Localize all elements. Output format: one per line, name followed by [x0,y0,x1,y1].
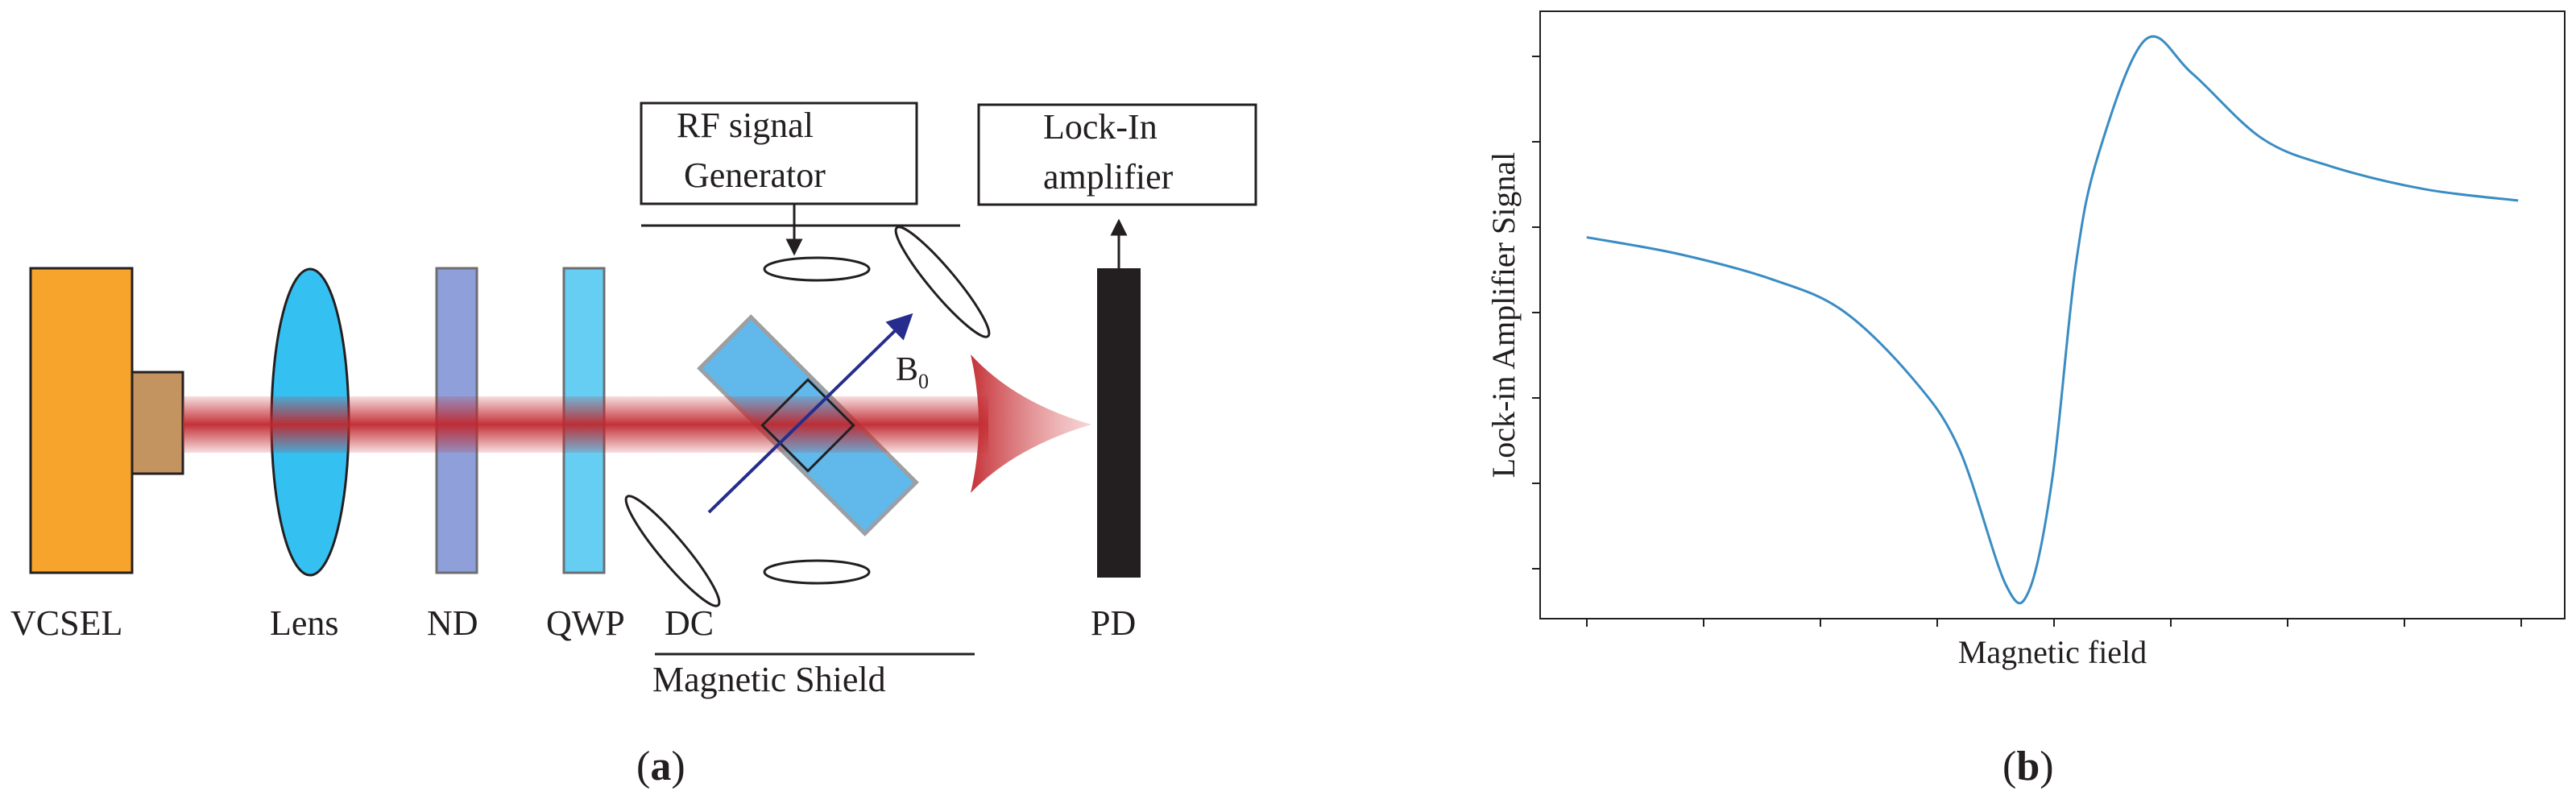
label-magnetic-shield: Magnetic Shield [652,660,886,699]
rf-generator-line2: Generator [684,155,826,195]
rf-coil-top [763,256,871,282]
laser-beam [183,396,988,453]
panel-b-chart: Magnetic field Lock-in Amplifier Signal … [1485,10,2566,789]
plot-frame [1539,10,2566,619]
dc-coil-lower-left [624,495,721,607]
label-vcsel: VCSEL [10,603,122,643]
vcsel-body [29,267,134,574]
x-axis-label: Magnetic field [1958,634,2147,670]
lockin-line2: amplifier [1043,157,1174,197]
lockin-line1: Lock-In [1043,107,1158,147]
dc-coil-upper-right [894,226,991,338]
lockin-amplifier-box [977,103,1257,206]
b0-label: B0 [896,351,929,393]
b0-field-arrow [707,313,913,514]
series-line [1586,35,2519,605]
caption-b: (b) [2002,744,2054,789]
photodiode [1097,268,1141,578]
rf-coil-bottom [763,559,871,585]
label-nd: ND [427,603,478,643]
y-axis-label: Lock-in Amplifier Signal [1485,152,1522,478]
panel-a-setup-diagram: B0 RF signal Generator Lock-In amplifier… [10,102,1257,789]
cell-inner-square [760,378,855,473]
vcsel-emitter [130,371,184,475]
x-ticks [1586,619,2522,627]
caption-a: (a) [636,744,685,789]
rf-signal-generator-box [640,102,918,205]
label-pd: PD [1091,603,1136,643]
label-lens: Lens [270,603,339,643]
rf-generator-line1: RF signal [677,106,814,145]
y-ticks [1532,56,1540,570]
label-qwp: QWP [546,603,625,643]
laser-beam-head [971,354,1091,493]
label-dc: DC [665,603,714,643]
